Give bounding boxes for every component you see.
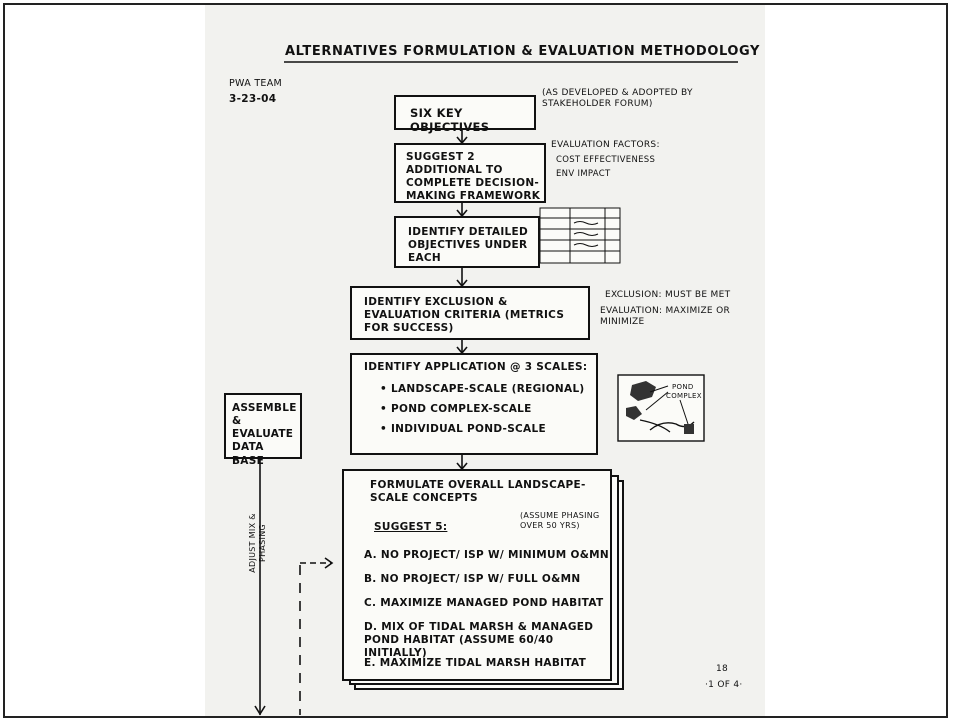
map-label: POND bbox=[672, 383, 694, 391]
page-of-label: ·1 OF 4· bbox=[705, 680, 743, 690]
step-5-label: IDENTIFY APPLICATION @ 3 SCALES: bbox=[364, 361, 588, 373]
side-box-label: ASSEMBLE & EVALUATE DATA BASE bbox=[232, 402, 297, 467]
concept-option: A. NO PROJECT/ ISP W/ MINIMUM O&MN bbox=[364, 549, 610, 561]
evaluation-note: EVALUATION: MAXIMIZE OR MINIMIZE bbox=[600, 306, 731, 328]
scale-item: • LANDSCAPE-SCALE (REGIONAL) bbox=[380, 383, 585, 395]
concept-option: D. MIX OF TIDAL MARSH & MANAGED POND HAB… bbox=[364, 621, 594, 660]
team-label: PWA TEAM bbox=[229, 78, 283, 89]
page-number: 18 bbox=[716, 664, 729, 674]
suggest-label: SUGGEST 5: bbox=[374, 521, 448, 533]
formulate-heading: FORMULATE OVERALL LANDSCAPE-SCALE CONCEP… bbox=[370, 479, 586, 505]
evaluation-factor-item: ENV IMPACT bbox=[556, 169, 611, 179]
concept-option: E. MAXIMIZE TIDAL MARSH HABITAT bbox=[364, 657, 587, 669]
formulate-concepts-box: FORMULATE OVERALL LANDSCAPE-SCALE CONCEP… bbox=[342, 469, 612, 681]
pond-map-sketch bbox=[617, 374, 705, 442]
phasing-note: (ASSUME PHASING OVER 50 YRS) bbox=[520, 511, 600, 530]
table-sketch bbox=[539, 207, 621, 264]
step-2-label: SUGGEST 2 ADDITIONAL TO COMPLETE DECISIO… bbox=[406, 151, 541, 203]
concept-option: B. NO PROJECT/ ISP W/ FULL O&MN bbox=[364, 573, 581, 585]
page-title: ALTERNATIVES FORMULATION & EVALUATION ME… bbox=[285, 44, 761, 59]
scale-item: • INDIVIDUAL POND-SCALE bbox=[380, 423, 546, 435]
step-1-label: SIX KEY OBJECTIVES bbox=[410, 106, 490, 135]
step-six-key-objectives: SIX KEY OBJECTIVES bbox=[394, 95, 536, 134]
step-4-label: IDENTIFY EXCLUSION & EVALUATION CRITERIA… bbox=[364, 296, 565, 335]
step-1-note: (AS DEVELOPED & ADOPTED BY STAKEHOLDER F… bbox=[542, 88, 693, 110]
image-frame bbox=[3, 3, 948, 716]
date-label: 3-23-04 bbox=[229, 93, 277, 105]
evaluation-factor-item: COST EFFECTIVENESS bbox=[556, 155, 656, 165]
step-suggest-additional: SUGGEST 2 ADDITIONAL TO COMPLETE DECISIO… bbox=[394, 143, 546, 203]
evaluation-factors-heading: EVALUATION FACTORS: bbox=[551, 140, 660, 150]
assemble-database-box: ASSEMBLE & EVALUATE DATA BASE bbox=[224, 393, 302, 467]
scale-item: • POND COMPLEX-SCALE bbox=[380, 403, 532, 415]
step-exclusion-criteria: IDENTIFY EXCLUSION & EVALUATION CRITERIA… bbox=[350, 286, 590, 340]
map-label: COMPLEX bbox=[666, 392, 702, 400]
adjust-mix-label: ADJUST MIX & PHASING bbox=[248, 513, 267, 573]
frame-bottom-border bbox=[3, 716, 948, 718]
step-3-label: IDENTIFY DETAILED OBJECTIVES UNDER EACH bbox=[408, 226, 529, 265]
step-detailed-objectives: IDENTIFY DETAILED OBJECTIVES UNDER EACH bbox=[394, 216, 540, 268]
exclusion-note: EXCLUSION: MUST BE MET bbox=[605, 290, 731, 300]
step-three-scales: IDENTIFY APPLICATION @ 3 SCALES: • LANDS… bbox=[350, 353, 598, 455]
concept-option: C. MAXIMIZE MANAGED POND HABITAT bbox=[364, 597, 604, 609]
